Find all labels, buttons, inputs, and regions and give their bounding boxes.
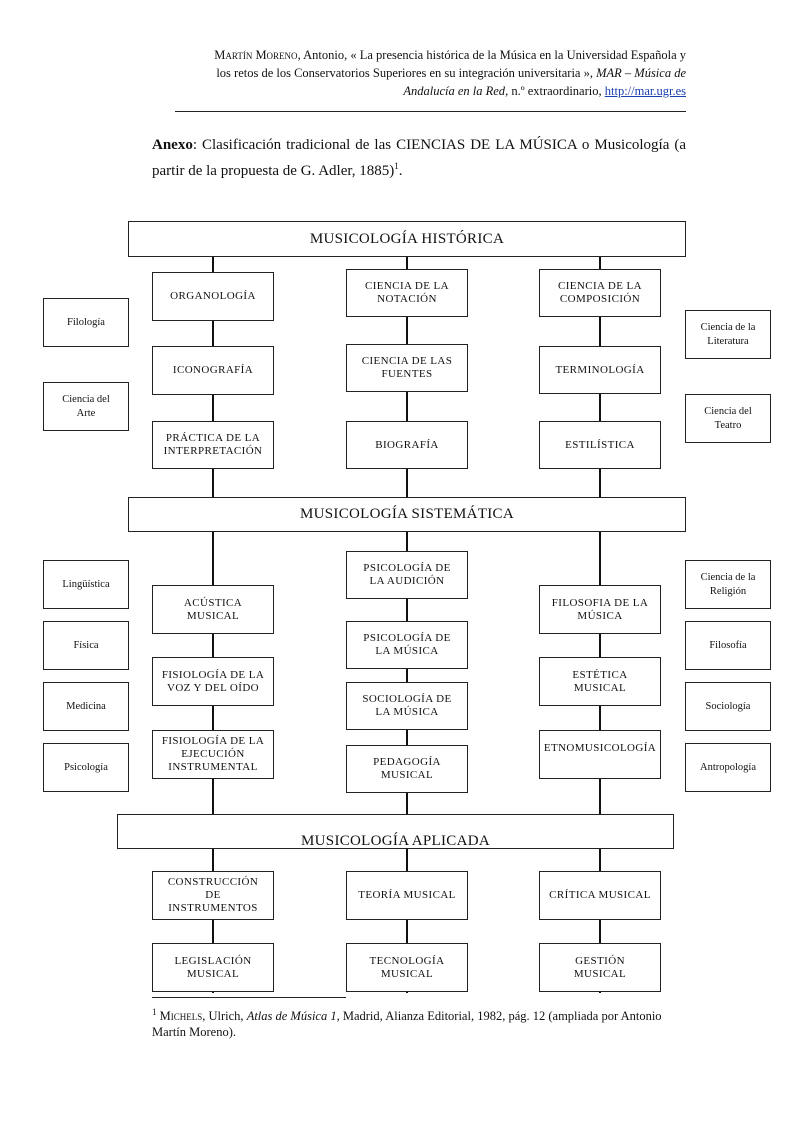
related-discipline-box: Medicina bbox=[43, 682, 129, 731]
related-discipline-box: Física bbox=[43, 621, 129, 670]
section-title-aplicada: MUSICOLOGÍA APLICADA bbox=[117, 814, 674, 849]
annex-label: Anexo bbox=[152, 137, 193, 153]
journal-title: MAR – Música de bbox=[596, 66, 686, 80]
related-discipline-box: Filosofía bbox=[685, 621, 771, 670]
diagram-box: ACÚSTICA MUSICAL bbox=[152, 585, 274, 634]
journal-link[interactable]: http://mar.ugr.es bbox=[604, 84, 686, 98]
related-discipline-box: Ciencia de la Religión bbox=[685, 560, 771, 609]
diagram-box: FILOSOFIA DE LA MÚSICA bbox=[539, 585, 661, 634]
related-discipline-box: Antropología bbox=[685, 743, 771, 792]
related-discipline-box: Filología bbox=[43, 298, 129, 347]
connector-line bbox=[599, 849, 601, 993]
diagram-box: ORGANOLOGÍA bbox=[152, 272, 274, 321]
diagram-box: PEDAGOGÍA MUSICAL bbox=[346, 745, 468, 793]
footnote-book-title: Atlas de Música 1, bbox=[246, 1009, 340, 1024]
footnote-ref[interactable]: 1 bbox=[394, 161, 399, 171]
diagram-box: FISIOLOGÍA DE LA VOZ Y DEL OÍDO bbox=[152, 657, 274, 706]
diagram-box: FISIOLOGÍA DE LA EJECUCIÓN INSTRUMENTAL bbox=[152, 730, 274, 779]
diagram-box: PRÁCTICA DE LA INTERPRETACIÓN bbox=[152, 421, 274, 469]
diagram-box: CIENCIA DE LA NOTACIÓN bbox=[346, 269, 468, 317]
connector-line bbox=[406, 532, 408, 816]
diagram-box: ESTÉTICA MUSICAL bbox=[539, 657, 661, 706]
header-citation-line2: los retos de los Conservatorios Superior… bbox=[216, 64, 686, 82]
issue-text: , n.º extraordinario, bbox=[505, 84, 602, 98]
related-discipline-box: Sociología bbox=[685, 682, 771, 731]
citation-line1: , Antonio, « La presencia histórica de l… bbox=[297, 48, 686, 62]
header-citation-line3: Andalucía en la Red, n.º extraordinario,… bbox=[403, 82, 686, 100]
diagram-box: CIENCIA DE LA COMPOSICIÓN bbox=[539, 269, 661, 317]
header-rule bbox=[175, 111, 686, 112]
header-citation: Martín Moreno, Antonio, « La presencia h… bbox=[214, 46, 686, 64]
footnote-author: Michels bbox=[159, 1009, 203, 1024]
footnote: 1 Michels, Ulrich, Atlas de Música 1, Ma… bbox=[152, 1007, 662, 1040]
diagram-box: TECNOLOGÍA MUSICAL bbox=[346, 943, 468, 992]
diagram-box: BIOGRAFÍA bbox=[346, 421, 468, 469]
citation-line2: los retos de los Conservatorios Superior… bbox=[216, 66, 593, 80]
diagram-box: TEORÍA MUSICAL bbox=[346, 871, 468, 920]
diagram-box: SOCIOLOGÍA DE LA MÚSICA bbox=[346, 682, 468, 730]
related-discipline-box: Ciencia del Arte bbox=[43, 382, 129, 431]
diagram-box: ICONOGRAFÍA bbox=[152, 346, 274, 395]
related-discipline-box: Ciencia del Teatro bbox=[685, 394, 771, 443]
diagram-box: TERMINOLOGÍA bbox=[539, 346, 661, 394]
diagram-box: PSICOLOGÍA DE LA MÚSICA bbox=[346, 621, 468, 669]
diagram-box: CONSTRUCCIÓN DE INSTRUMENTOS bbox=[152, 871, 274, 920]
connector-line bbox=[212, 849, 214, 993]
diagram-box: PSICOLOGÍA DE LA AUDICIÓN bbox=[346, 551, 468, 599]
annex-text: Clasificación tradicional de las CIENCIA… bbox=[152, 137, 686, 179]
footnote-rule bbox=[152, 997, 346, 998]
related-discipline-box: Psicología bbox=[43, 743, 129, 792]
journal-subtitle: Andalucía en la Red bbox=[403, 84, 506, 98]
annex-paragraph: Anexo: Clasificación tradicional de las … bbox=[152, 137, 686, 179]
diagram-box: GESTIÓN MUSICAL bbox=[539, 943, 661, 992]
diagram-box: CRÍTICA MUSICAL bbox=[539, 871, 661, 920]
diagram-box: ETNOMUSICOLOGÍA bbox=[539, 730, 661, 779]
footnote-text: Madrid, Alianza Editorial, 1982, pág. 12… bbox=[152, 1009, 662, 1040]
diagram-box: ESTILÍSTICA bbox=[539, 421, 661, 469]
related-discipline-box: Ciencia de la Literatura bbox=[685, 310, 771, 359]
related-discipline-box: Lingüística bbox=[43, 560, 129, 609]
connector-line bbox=[406, 849, 408, 993]
diagram-box: LEGISLACIÓN MUSICAL bbox=[152, 943, 274, 992]
section-title-historica: MUSICOLOGÍA HISTÓRICA bbox=[128, 221, 686, 257]
section-title-sistematica: MUSICOLOGÍA SISTEMÁTICA bbox=[128, 497, 686, 532]
author-surname: Martín Moreno bbox=[214, 48, 298, 62]
footnote-number: 1 bbox=[152, 1007, 157, 1017]
diagram-box: CIENCIA DE LAS FUENTES bbox=[346, 344, 468, 392]
